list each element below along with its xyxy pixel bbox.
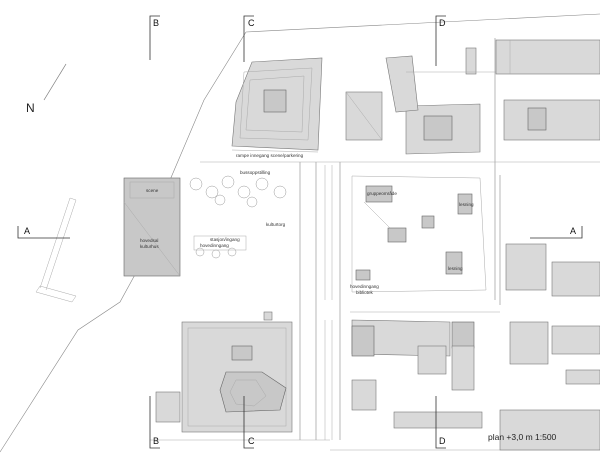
large-bottom-building [155, 311, 293, 433]
label-lesning-2: lesning [448, 266, 463, 271]
label-hovedinngang: hovedinngang [200, 243, 229, 248]
section-label-d-top: D [439, 18, 446, 28]
section-cut-lines [17, 15, 583, 449]
section-label-c-bottom: C [248, 436, 255, 446]
lower-middle-buildings [351, 319, 475, 411]
right-houses [393, 243, 600, 451]
kulturhus-entry-box [193, 235, 247, 251]
label-bibl-inngang: hovedinngang [350, 284, 379, 289]
library-complex [351, 175, 487, 293]
label-scene: scene [146, 188, 159, 193]
top-buildings [345, 39, 600, 155]
label-bussopp: bussoppstilling [240, 170, 271, 175]
label-hovedsal: hovedsal [140, 238, 158, 243]
section-label-a-right: A [570, 226, 576, 236]
trees [189, 175, 287, 259]
plan-caption: plan +3,0 m 1:500 [488, 432, 557, 442]
fortress-building [231, 57, 323, 151]
label-lesning-1: lesning [459, 202, 474, 207]
concert-hall-building [123, 177, 181, 277]
section-label-b-bottom: B [153, 436, 159, 446]
section-label-c-top: C [248, 18, 255, 28]
roads [150, 38, 600, 451]
label-stasjon: stasjon/ingang [210, 237, 240, 242]
label-bibliotek: bibliotek [356, 290, 374, 295]
label-rampe: rampe innegang scene/parkering [236, 153, 304, 158]
label-kulturhus: kulturhus [140, 244, 159, 249]
section-label-a-left: A [24, 226, 30, 236]
section-label-b-top: B [153, 18, 159, 28]
section-label-d-bottom: D [439, 436, 446, 446]
label-kulturtorg: kulturtorg [266, 222, 286, 227]
north-arrow [43, 63, 67, 101]
north-label: N [26, 101, 35, 115]
label-gruppeomrade: gruppeområde [367, 190, 397, 196]
